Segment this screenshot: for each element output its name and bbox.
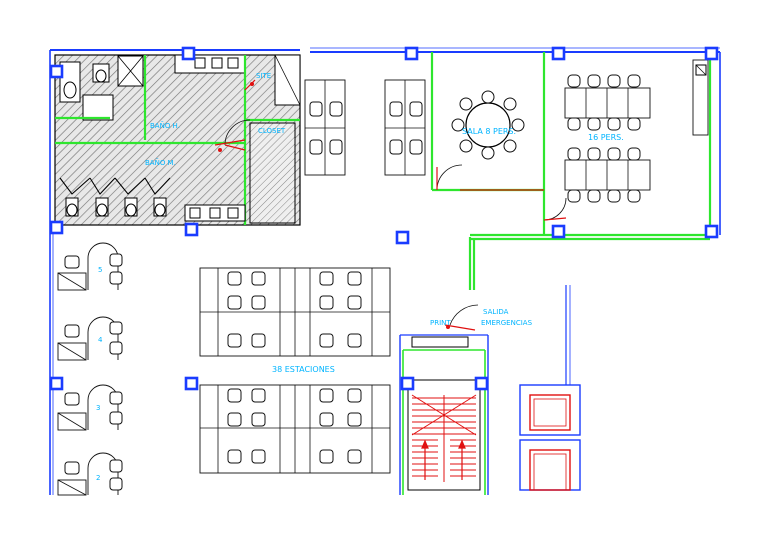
sala-8-label: SALA 8 PERS. (462, 127, 516, 136)
workstation-cluster: 38 ESTACIONES (199, 267, 391, 474)
stair-arrow-icon (421, 439, 466, 480)
meeting-room-16: 16 PERS. (470, 52, 712, 241)
booth-number: 4 (98, 336, 103, 344)
print-label: PRINT (430, 319, 451, 327)
left-booths: 5 4 3 2 (57, 242, 123, 496)
sala-16-label: 16 PERS. (588, 133, 624, 142)
booth-number: 3 (96, 404, 100, 412)
toilet-icon (59, 61, 110, 103)
booth-number: 2 (96, 474, 100, 482)
site-label: SITE (256, 72, 271, 80)
booth: 4 (57, 316, 123, 361)
closet-label: CLOSET (258, 127, 286, 135)
bano-m-label: BAÑO M. (145, 158, 176, 167)
estaciones-label: 38 ESTACIONES (272, 365, 335, 374)
meeting-room-8: SALA 8 PERS. (430, 52, 546, 235)
outer-walls (49, 47, 721, 495)
sink-icon (184, 204, 246, 222)
bano-h-label: BAÑO H. (150, 121, 180, 130)
stair-corridor (449, 237, 479, 326)
stairwell: PRINT SALIDA EMERGENCIAS (399, 308, 533, 495)
column-icon (49, 46, 719, 391)
emergencias-label: EMERGENCIAS (481, 319, 533, 327)
booth-number: 5 (98, 266, 102, 274)
top-workstations (304, 79, 426, 176)
booth: 2 (57, 452, 123, 496)
elevators (519, 285, 581, 491)
bathroom-block: BAÑO H. BAÑO M. SITE CLOSET (54, 54, 301, 226)
booth: 3 (57, 384, 123, 431)
booth: 5 (57, 242, 123, 291)
salida-label: SALIDA (483, 308, 509, 316)
toilet-stalls (59, 177, 171, 217)
door-swing-icon (214, 79, 256, 152)
